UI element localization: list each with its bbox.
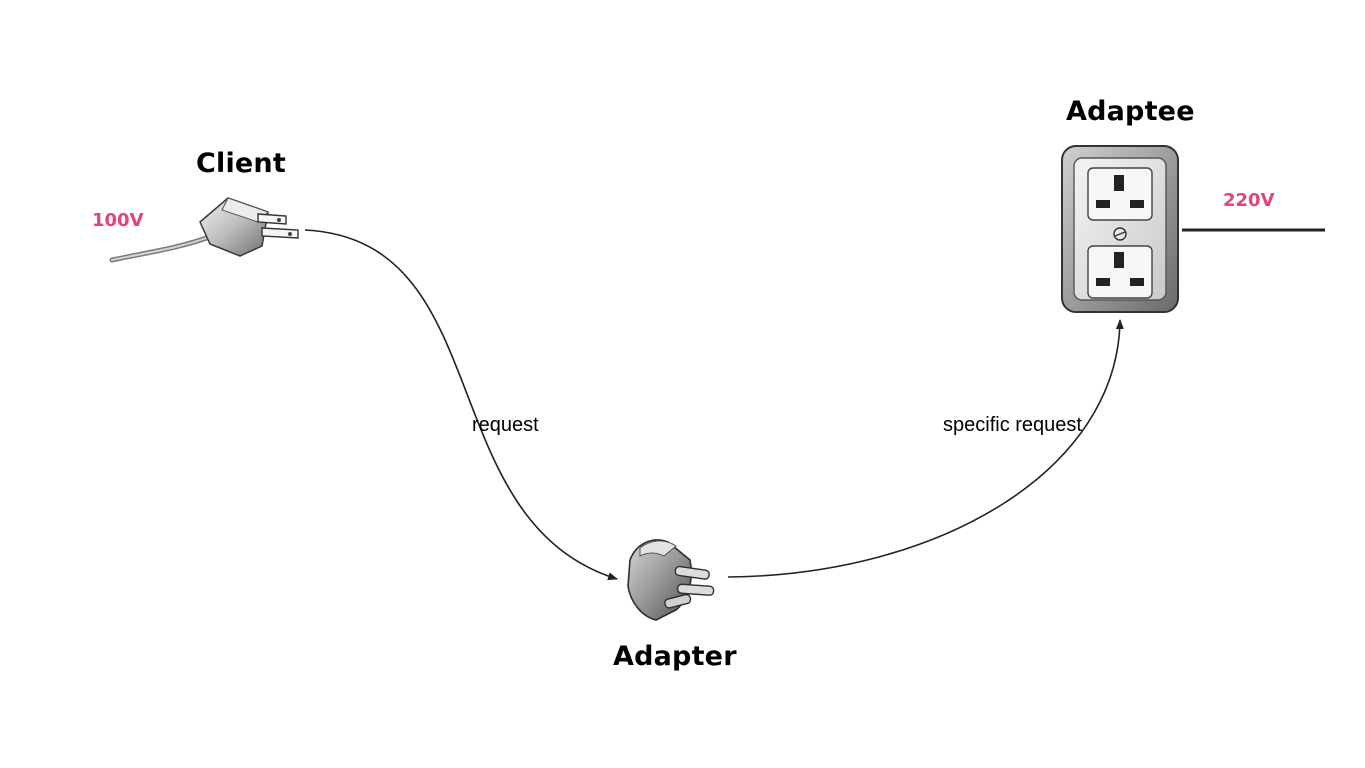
client-voltage-label: 100V [92,210,144,231]
specific-request-arrow [727,319,1124,578]
specific-request-label: specific request [943,414,1082,436]
request-label: request [472,414,539,436]
client-title: Client [196,148,286,179]
adaptee-voltage-label: 220V [1223,190,1275,211]
us-plug-icon [109,197,299,263]
adapter-plug-icon [627,539,715,621]
adapter-title: Adapter [613,641,737,672]
wall-socket-icon [1061,145,1179,313]
request-arrow [304,229,618,581]
adaptee-title: Adaptee [1066,96,1195,127]
